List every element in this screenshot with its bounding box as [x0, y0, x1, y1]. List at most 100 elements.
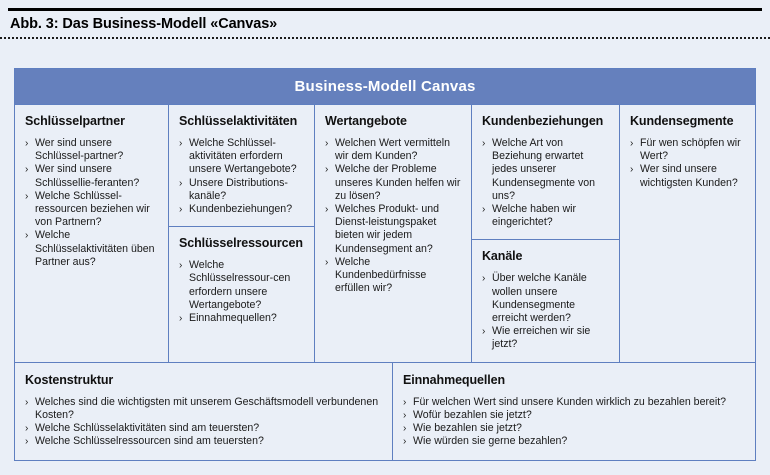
list-item-text: Welchen Wert vermitteln wir dem Kunden?	[335, 137, 450, 163]
canvas-block-schluesselpartner: Schlüsselpartner › Wer sind unsere Schlüs…	[15, 105, 168, 362]
chevron-icon: ›	[403, 409, 407, 421]
list-item-text: Welche Schlüssel-aktivitäten erfordern u…	[189, 137, 297, 176]
list-item: › Wer sind unsere Schlüssellie-feranten?	[25, 163, 160, 189]
list-item-text: Welche Art von Beziehung erwartet jedes …	[492, 137, 596, 202]
business-model-canvas: Business-Modell Canvas Schlüsselpartner …	[14, 68, 756, 462]
chevron-icon: ›	[403, 396, 407, 408]
chevron-icon: ›	[179, 260, 183, 272]
question-list: › Für welchen Wert sind unsere Kunden wir…	[403, 396, 745, 449]
list-item: ›Welches Produkt- und Dienst-leistungspa…	[325, 203, 463, 256]
list-item-text: Welche Schlüsselressourcen sind am teuer…	[35, 435, 264, 448]
chevron-icon: ›	[482, 204, 486, 216]
caption-dotted-divider	[0, 37, 770, 39]
chevron-icon: ›	[482, 326, 486, 338]
question-list: › Welches sind die wichtigsten mit unsere…	[25, 396, 382, 449]
list-item: › Wofür bezahlen sie jetzt?	[403, 409, 745, 422]
canvas-block-kostenstruktur: Kostenstruktur ›Welches sind die wichtig…	[15, 362, 393, 461]
chevron-icon: ›	[325, 256, 329, 268]
block-title: Kundenbeziehungen	[482, 114, 604, 128]
list-item-text: Wie bezahlen sie jetzt?	[413, 422, 522, 435]
list-item-text: Kundenbeziehungen?	[189, 203, 293, 216]
chevron-icon: ›	[179, 138, 183, 149]
list-item: › Welche Schlüsselressour-cen erfordern u…	[179, 259, 306, 312]
question-list: › Für wen schöpfen wir Wert? › Wer sind un…	[630, 137, 747, 190]
chevron-icon: ›	[25, 164, 29, 176]
canvas-block-kanaele: Kanäle › Über welche Kanäle wollen unsere…	[472, 240, 619, 361]
list-item-text: Welche haben wir eingerichtet?	[492, 203, 577, 229]
list-item: ›Einnahmequellen?	[179, 312, 306, 325]
list-item-text: Wie würden sie gerne bezahlen?	[413, 435, 568, 448]
list-item-text: Wer sind unsere Schlüssellie-feranten?	[35, 163, 140, 189]
canvas-column-wertangebote: Wertangebote › Welchen Wert vermitteln wi…	[315, 105, 472, 362]
chevron-icon: ›	[25, 396, 29, 408]
list-item-text: Welche Schlüsselaktivitäten üben Partner…	[35, 229, 155, 268]
question-list: › Wer sind unsere Schlüssel-partner? › Wer…	[25, 137, 160, 269]
list-item: › Wer sind unsere Schlüssel-partner?	[25, 137, 160, 163]
block-title: Schlüsselpartner	[25, 114, 125, 128]
list-item-text: Für welchen Wert sind unsere Kunden wirk…	[413, 395, 727, 408]
list-item: › Wie bezahlen sie jetzt?	[403, 422, 745, 435]
figure-caption-block: Abb. 3: Das Business-Modell «Canvas»	[8, 8, 762, 37]
chevron-icon: ›	[25, 436, 29, 448]
chevron-icon: ›	[630, 164, 634, 176]
chevron-icon: ›	[403, 436, 407, 448]
canvas-column-kundenbeziehungen: Kundenbeziehungen › Welche Art von Bezieh…	[472, 105, 620, 362]
chevron-icon: ›	[25, 230, 29, 242]
list-item-text: Welche Kundenbedürfnisse erfüllen wir?	[335, 255, 427, 295]
list-item-text: Wer sind unsere wichtigsten Kunden?	[640, 163, 738, 189]
canvas-block-schluesselaktivitaeten: Schlüsselaktivitäten ›Welche Schlüssel-a…	[169, 105, 314, 228]
chevron-icon: ›	[179, 177, 183, 189]
list-item: › Welche Schlüsselressourcen sind am teue…	[25, 435, 382, 448]
canvas-bottom-row: Kostenstruktur ›Welches sind die wichtig…	[15, 361, 755, 461]
canvas-block-kundensegmente: Kundensegmente › Für wen schöpfen wir Wer…	[620, 105, 755, 362]
block-title: Kanäle	[482, 249, 523, 264]
canvas-block-kundenbeziehungen: Kundenbeziehungen › Welche Art von Bezieh…	[472, 105, 619, 241]
block-title: Wertangebote	[325, 114, 407, 128]
canvas-column-kundensegmente: Kundensegmente › Für wen schöpfen wir Wer…	[620, 105, 755, 362]
list-item: › Welchen Wert vermitteln wir dem Kunden?	[325, 137, 463, 163]
list-item-text: Welche Schlüsselaktivitäten sind am teue…	[35, 422, 260, 435]
list-item-text: Wer sind unsere Schlüssel-partner?	[35, 137, 124, 163]
list-item-text: Über welche Kanäle wollen unsere Kundens…	[492, 272, 587, 325]
list-item-text: Unsere Distributions-kanäle?	[189, 176, 288, 202]
list-item-text: Welches sind die wichtigsten mit unserem…	[35, 395, 379, 421]
chevron-icon: ›	[179, 204, 183, 216]
question-list: › Über welche Kanäle wollen unsere Kunden…	[482, 272, 611, 351]
canvas-header-title: Business-Modell Canvas	[15, 69, 755, 104]
list-item-text: Welche Schlüsselressour-cen erfordern un…	[189, 259, 291, 311]
chevron-icon: ›	[630, 138, 634, 149]
canvas-column-schluesselpartner: Schlüsselpartner › Wer sind unsere Schlüs…	[15, 105, 169, 362]
block-title: Kundensegmente	[630, 114, 734, 128]
list-item: › Kundenbeziehungen?	[179, 203, 306, 216]
canvas-top-row: Schlüsselpartner › Wer sind unsere Schlüs…	[15, 104, 755, 362]
chevron-icon: ›	[179, 313, 183, 325]
list-item-text: Wie erreichen wir sie jetzt?	[492, 325, 591, 351]
list-item: ›Welche Schlüssel-ressourcen beziehen wi…	[25, 190, 160, 230]
list-item: › Für welchen Wert sind unsere Kunden wir…	[403, 396, 745, 409]
list-item-text: Wofür bezahlen sie jetzt?	[413, 408, 532, 421]
list-item: › Welche Art von Beziehung erwartet jedes…	[482, 137, 611, 203]
list-item: › Wie erreichen wir sie jetzt?	[482, 325, 611, 351]
list-item: › Welche Kundenbedürfnisse erfüllen wir?	[325, 256, 463, 296]
question-list: › Welche Schlüssel-aktivitäten erfordern …	[179, 137, 306, 216]
chevron-icon: ›	[325, 204, 329, 216]
list-item: › Welche Schlüsselaktivitäten üben Partne…	[25, 229, 160, 269]
chevron-icon: ›	[482, 273, 486, 285]
chevron-icon: ›	[325, 138, 329, 149]
list-item: › Wer sind unsere wichtigsten Kunden?	[630, 163, 747, 189]
list-item: › Welche der Probleme unseres Kunden helf…	[325, 163, 463, 203]
list-item: › Unsere Distributions-kanäle?	[179, 177, 306, 203]
question-list: › Welche Art von Beziehung erwartet jedes…	[482, 137, 611, 229]
chevron-icon: ›	[25, 423, 29, 435]
block-title: Schlüsselressourcen	[179, 236, 303, 251]
list-item-text: Welche der Probleme unseres Kunden helfe…	[335, 163, 461, 202]
chevron-icon: ›	[325, 164, 329, 176]
list-item-text: Für wen schöpfen wir Wert?	[640, 137, 741, 163]
list-item: › Welche haben wir eingerichtet?	[482, 203, 611, 229]
canvas-column-schluesselaktivitaeten: Schlüsselaktivitäten ›Welche Schlüssel-a…	[169, 105, 315, 362]
chevron-icon: ›	[482, 138, 486, 149]
list-item-text: Welche Schlüssel-ressourcen beziehen wir…	[35, 189, 150, 229]
chevron-icon: ›	[403, 423, 407, 435]
canvas-block-einnahmequellen: Einnahmequellen ›Für welchen Wert sind u…	[393, 363, 755, 461]
chevron-icon: ›	[25, 138, 29, 149]
